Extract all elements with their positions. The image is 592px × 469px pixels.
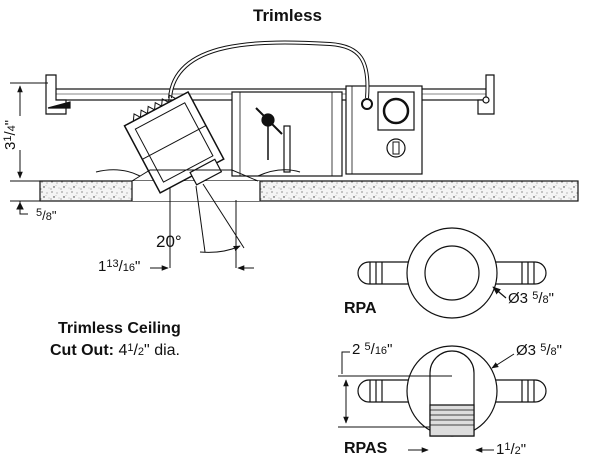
trim-reflector [131, 169, 259, 182]
ceiling-thickness-label: 5/8" [36, 207, 57, 223]
ceiling-cutout-title: Trimless Ceiling [58, 320, 181, 337]
fixture-elevation [39, 40, 579, 268]
lamp-module [123, 91, 225, 194]
tilt-angle-label: 20° [156, 232, 182, 251]
rpas-diameter-label: Ø3 5/8" [516, 342, 562, 359]
ceiling-slab [39, 180, 579, 202]
ceiling-cutout-size: Cut Out: 41/2" dia. [50, 342, 180, 359]
offset-dimension-label: 113/16" [98, 258, 141, 275]
rpas-height-label: 2 5/16" [352, 341, 393, 358]
height-dimension-lines [10, 82, 48, 215]
height-dimension-label: 31/4" [2, 119, 19, 150]
rpas-label: RPAS [344, 440, 388, 457]
rpas-dimension-lines [338, 351, 515, 453]
right-bracket [477, 74, 495, 115]
rpa-label: RPA [344, 300, 377, 317]
rpa-diameter-label: Ø3 5/8" [508, 290, 554, 307]
drawing-title: Trimless [253, 6, 322, 25]
rpas-width-label: 11/2" [496, 441, 527, 458]
rpa-top-view [357, 227, 547, 319]
angle-dimension [199, 245, 241, 253]
rpas-top-view [357, 345, 547, 437]
